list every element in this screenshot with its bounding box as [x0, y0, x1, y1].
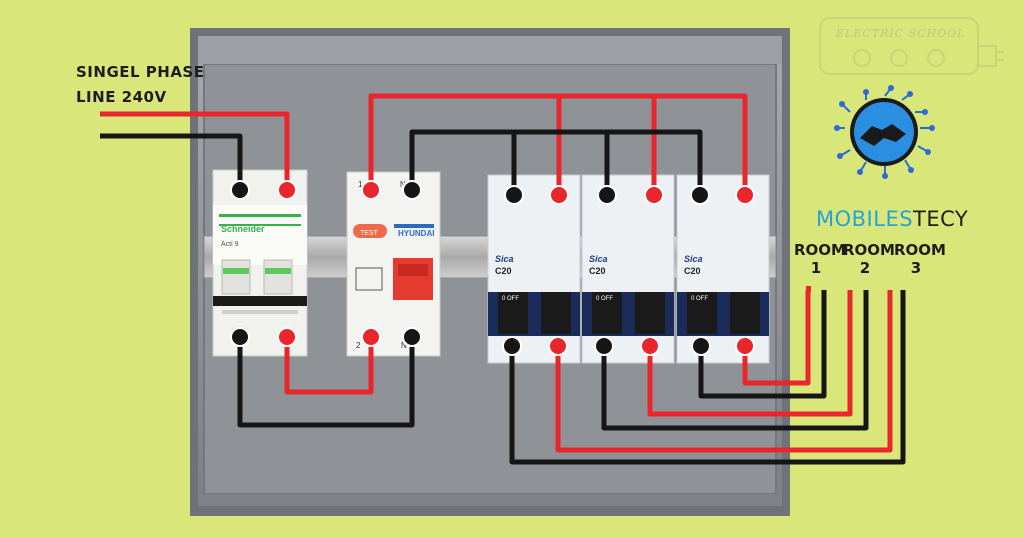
mcb-2-rating: C20 — [589, 266, 606, 276]
supply-title: SINGEL PHASE — [76, 63, 205, 81]
rcd-terminal-l-bottom: 2 — [356, 341, 361, 350]
supply-voltage: LINE 240V — [76, 88, 167, 106]
room-2-label: ROOM 2 — [843, 241, 895, 277]
room-1-word: ROOM — [794, 241, 846, 259]
room-3-word: ROOM — [894, 241, 946, 259]
room-2-word: ROOM — [843, 241, 895, 259]
room-3-label: ROOM 3 — [894, 241, 946, 277]
brand-name-b: TECY — [913, 207, 969, 231]
watermark-text: ELECTRIC SCHOOL — [836, 27, 966, 40]
terminals — [230, 180, 755, 356]
brand-name-a: MOBILES — [816, 207, 914, 231]
logo-emblem-icon — [834, 85, 935, 179]
mcb-3 — [676, 174, 770, 364]
mcb-3-brand: Sica — [684, 254, 703, 264]
main-breaker-brand: Schneider — [221, 224, 265, 234]
room-2-number: 2 — [859, 259, 871, 277]
rcd-test: TEST — [360, 230, 379, 237]
room-3-number: 3 — [910, 259, 922, 277]
brand-name: MOBILESTECY — [816, 207, 968, 231]
live-wires — [100, 93, 893, 453]
mcb-3-off: 0 OFF — [691, 296, 708, 302]
room-wire-ends — [806, 286, 811, 292]
rcd-terminal-n-bottom: N — [401, 341, 407, 350]
mcb-2 — [581, 174, 675, 364]
main-breaker — [212, 169, 308, 357]
room-1-label: ROOM 1 — [794, 241, 846, 277]
mcb-2-off: 0 OFF — [596, 296, 613, 302]
rcd-terminal-n-top: N — [400, 180, 406, 189]
rcd-brand: HYUNDAI — [398, 229, 434, 238]
rcd-terminal-l-top: 1 — [358, 180, 363, 189]
rcd — [346, 171, 441, 357]
neutral-wires — [100, 129, 906, 465]
mcb-3-rating: C20 — [684, 266, 701, 276]
main-breaker-series: Acti 9 — [221, 241, 239, 248]
mcb-2-brand: Sica — [589, 254, 608, 264]
room-1-number: 1 — [810, 259, 822, 277]
mcb-1-rating: C20 — [495, 266, 512, 276]
mcb-1-brand: Sica — [495, 254, 514, 264]
mcb-1 — [487, 174, 581, 364]
watermark — [819, 17, 1004, 75]
mcb-1-off: 0 OFF — [502, 296, 519, 302]
